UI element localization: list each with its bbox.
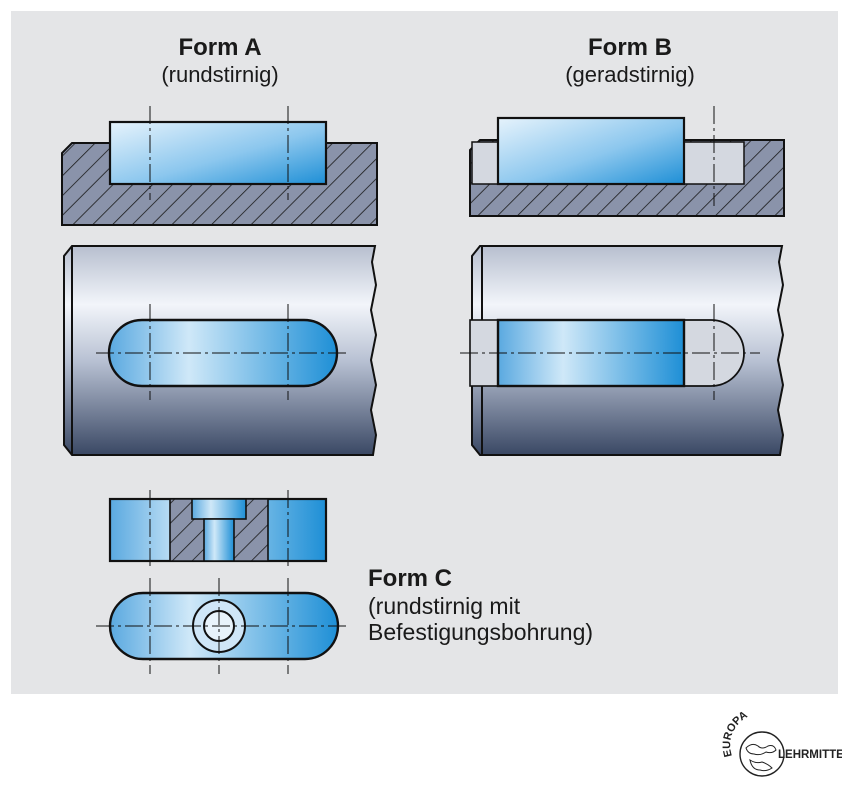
form-b-subtitle: (geradstirnig) [565, 61, 695, 87]
form-c-plan-view [96, 578, 350, 674]
form-c-section-view [108, 490, 328, 566]
logo-text-right: LEHRMITTEL [778, 749, 842, 761]
form-c-subtitle-line1: (rundstirnig mit [368, 592, 521, 619]
form-b-section-view [469, 106, 785, 217]
form-c-title: Form C [368, 565, 452, 592]
form-b-caption: Form B (geradstirnig) [530, 34, 730, 87]
form-c-subtitle-line2: Befestigungsbohrung) [368, 619, 594, 646]
form-b-shaft-view [460, 245, 785, 456]
form-c-caption: Form C (rundstirnig mit Befestigungsbohr… [368, 565, 593, 645]
form-a-subtitle: (rundstirnig) [161, 61, 279, 87]
form-a-title: Form A [178, 34, 262, 61]
form-a-section-view [61, 106, 378, 226]
form-b-title: Form B [588, 34, 672, 61]
form-a-caption: Form A (rundstirnig) [120, 34, 320, 87]
europa-lehrmittel-logo: EUROPA LEHRMITTEL [721, 709, 842, 777]
form-a-shaft-view [63, 245, 378, 456]
